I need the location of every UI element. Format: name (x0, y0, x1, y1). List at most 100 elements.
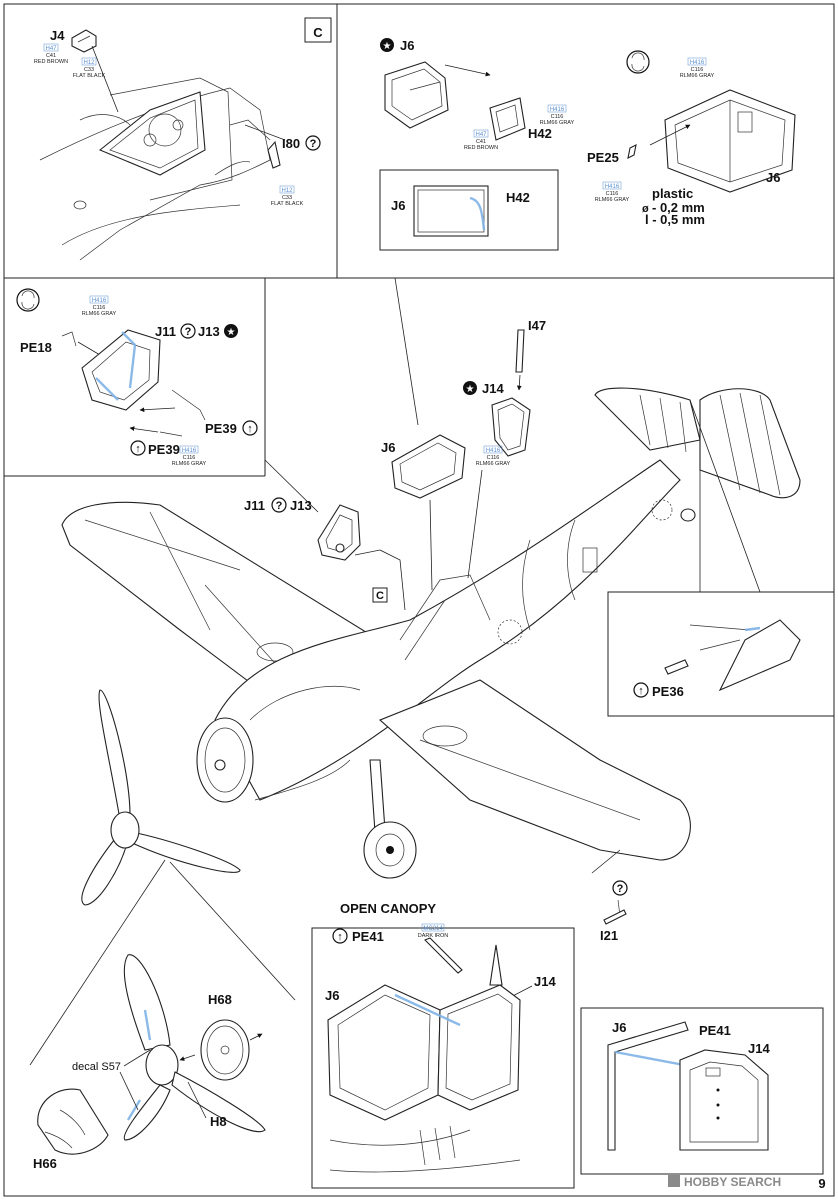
svg-text:RLM66 GRAY: RLM66 GRAY (595, 197, 630, 203)
svg-text:RED BROWN: RED BROWN (464, 145, 498, 151)
part-pe36-label: PE36 (652, 684, 684, 699)
svg-text:RLM66 GRAY: RLM66 GRAY (680, 73, 715, 79)
part-i21-label: I21 (600, 928, 618, 943)
section-open-canopy-inset: J6 PE41 J14 (580, 1007, 824, 1175)
propeller-blade-lower (123, 1084, 171, 1141)
part-h66-spinner (37, 1088, 109, 1155)
svg-text:FLAT BLACK: FLAT BLACK (73, 73, 106, 79)
part-h68-label: H68 (208, 992, 232, 1007)
paint-callout-h12-b: H12 C33 FLAT BLACK (271, 185, 304, 207)
inset-h42-label: H42 (506, 190, 530, 205)
part-j11-frame-inset (81, 329, 161, 411)
svg-text:?: ? (310, 138, 317, 150)
part-pe18-label: PE18 (20, 340, 52, 355)
svg-text:H416: H416 (92, 298, 107, 304)
paint-callout-h47: H47 C41 RED BROWN (34, 43, 68, 65)
inset-j6-label: J6 (391, 198, 405, 213)
paint-callout-h416-pe18-a: H416 C116 RLM66 GRAY (82, 295, 117, 317)
footer: HOBBY SEARCH 9 (668, 1175, 826, 1191)
part-j6-frame-main (391, 434, 466, 499)
landing-gear (363, 759, 417, 879)
svg-text:RED BROWN: RED BROWN (34, 59, 68, 65)
star-icon: ★ (224, 324, 238, 338)
svg-text:↑: ↑ (638, 685, 644, 697)
section-c-marker: C (313, 25, 323, 40)
svg-text:C33: C33 (84, 67, 94, 73)
inset-j6-open-label: J6 (612, 1020, 626, 1035)
question-icon: ? (612, 880, 628, 896)
section-c-detail: C J4 H47 C41 RED BROWN H12 C33 (34, 17, 332, 261)
star-icon: ★ (463, 381, 477, 395)
plastic-note-thickness: - 0,2 mm (652, 200, 705, 215)
part-j14-label-open: J14 (534, 974, 556, 989)
diameter-icon: ø (642, 203, 649, 215)
svg-text:H12: H12 (83, 60, 95, 66)
part-j4: J4 (50, 28, 119, 113)
svg-text:C116: C116 (183, 455, 196, 461)
part-pe41-label: PE41 (352, 929, 384, 944)
section-pe36: ↑ PE36 (607, 399, 835, 717)
svg-text:H12: H12 (281, 188, 293, 194)
svg-text:RLM66 GRAY: RLM66 GRAY (476, 461, 511, 467)
svg-text:C116: C116 (551, 114, 564, 120)
svg-text:★: ★ (466, 384, 475, 395)
part-j6-label-pe25: J6 (766, 170, 780, 185)
plastic-note-title: plastic (652, 186, 693, 201)
svg-text:DARK IRON: DARK IRON (418, 933, 449, 939)
main-aircraft-view: I47 ★ J14 H416 C116 RLM66 GRAY J6 J11 ? … (61, 277, 801, 943)
svg-text:RLM66 GRAY: RLM66 GRAY (540, 120, 575, 126)
propeller-blade-upper (123, 954, 171, 1051)
svg-text:H416: H416 (605, 184, 620, 190)
question-icon: ? (271, 497, 287, 513)
svg-text:★: ★ (383, 41, 392, 52)
paint-callout-h416-main: H416 C116 RLM66 GRAY (476, 445, 511, 467)
horizontal-stabilizer (594, 387, 701, 451)
svg-text:↑: ↑ (247, 423, 253, 435)
section-open-canopy: OPEN CANOPY ↑ PE41 MC214 DARK IRON J6 J1… (311, 901, 575, 1189)
part-i80-label: I80 (282, 136, 300, 151)
flip-icon: ↑ (633, 682, 649, 698)
hobby-search-logo: HOBBY SEARCH (668, 1175, 781, 1189)
part-h68-plate (200, 1019, 250, 1081)
star-icon: ★ (380, 38, 394, 52)
part-i80: I80 ? (229, 119, 321, 169)
paint-callout-h416-pe25-b: H416 C116 RLM66 GRAY (595, 181, 630, 203)
svg-text:MC214: MC214 (423, 926, 443, 932)
watermark-text: HOBBY SEARCH (684, 1175, 781, 1189)
part-h42-top: H42 (489, 97, 552, 141)
rotate-icon (16, 288, 40, 312)
svg-text:C41: C41 (476, 139, 486, 145)
part-h8-label: H8 (210, 1114, 227, 1129)
part-j13-label-main: J13 (290, 498, 312, 513)
part-j6-label-top: J6 (400, 38, 414, 53)
section-pe25: H416 C116 RLM66 GRAY J6 PE25 H416 C116 R… (587, 50, 796, 227)
part-j14-label-main: J14 (482, 381, 504, 396)
part-j11-label-main: J11 (244, 498, 265, 513)
flip-icon: ↑ (242, 420, 258, 436)
paint-callout-h416-pe25-a: H416 C116 RLM66 GRAY (680, 57, 715, 79)
paint-callout-mc214: MC214 DARK IRON (418, 923, 449, 939)
svg-text:C116: C116 (487, 455, 500, 461)
svg-text:↑: ↑ (337, 931, 343, 943)
svg-text:H416: H416 (690, 60, 705, 66)
part-j6-label-main: J6 (381, 440, 395, 455)
paint-callout-h12-a: H12 C33 FLAT BLACK (73, 57, 106, 79)
part-h66-label: H66 (33, 1156, 57, 1171)
propeller-main (81, 689, 241, 906)
svg-text:RLM66 GRAY: RLM66 GRAY (172, 461, 207, 467)
question-icon: ? (180, 323, 196, 339)
svg-text:★: ★ (227, 327, 236, 338)
part-j6-frame-top (384, 61, 449, 129)
svg-text:RLM66 GRAY: RLM66 GRAY (82, 311, 117, 317)
part-h42-label: H42 (528, 126, 552, 141)
part-pe39-label-b: PE39 (148, 442, 180, 457)
svg-text:H416: H416 (182, 448, 197, 454)
part-pe25-label: PE25 (587, 150, 619, 165)
part-j6-frame-pe25 (664, 89, 796, 193)
svg-text:H416: H416 (550, 107, 565, 113)
inset-pe41-label: PE41 (699, 1023, 731, 1038)
open-canopy-title: OPEN CANOPY (340, 901, 436, 916)
paint-callout-h416-top: H416 C116 RLM66 GRAY (540, 104, 575, 126)
engine-cowling (196, 717, 254, 803)
